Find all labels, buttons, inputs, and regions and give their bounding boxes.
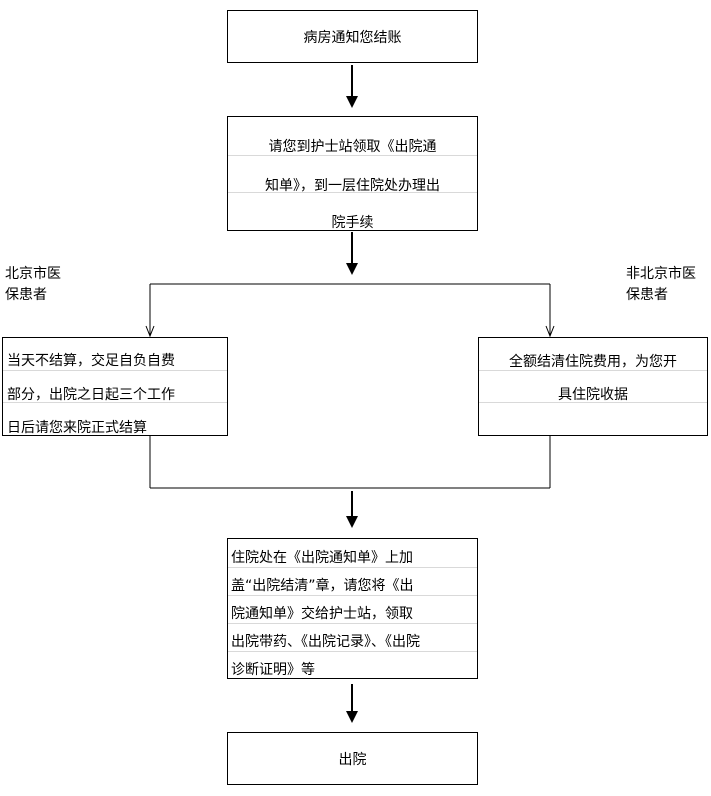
ruled-line bbox=[228, 192, 477, 193]
non-beijing-insured-settlement-line-2: 具住院收据 bbox=[558, 387, 628, 403]
ruled-line bbox=[228, 567, 477, 568]
ruled-line bbox=[479, 402, 707, 403]
ruled-line bbox=[228, 651, 477, 652]
step-discharge-box: 出院 bbox=[227, 732, 478, 785]
step-get-discharge-notice-line-3: 院手续 bbox=[331, 215, 374, 231]
ruled-line bbox=[228, 595, 477, 596]
beijing-insured-settlement-line-1: 当天不结算，交足自负自费 bbox=[7, 353, 175, 369]
step-stamp-and-collect-line-2: 盖“出院结清”章，请您将《出 bbox=[231, 578, 414, 594]
branch-label-beijing-insured-line-2: 保患者 bbox=[5, 287, 47, 303]
step-notify-checkout-text: 病房通知您结账 bbox=[303, 30, 402, 46]
beijing-insured-settlement-line-3: 日后请您来院正式结算 bbox=[7, 420, 147, 436]
branch-label-non-beijing-insured-line-2: 保患者 bbox=[626, 287, 668, 303]
ruled-line bbox=[3, 370, 227, 371]
branch-label-non-beijing-insured-line-1: 非北京市医 bbox=[626, 266, 696, 282]
step-get-discharge-notice-line-2: 知单》，到一层住院处办理出 bbox=[265, 178, 440, 194]
beijing-insured-settlement-box: 当天不结算，交足自负自费 部分，出院之日起三个工作 日后请您来院正式结算 bbox=[2, 337, 228, 436]
step-stamp-and-collect-line-4: 出院带药、《出院记录》、《出院 bbox=[231, 634, 420, 650]
step-get-discharge-notice-box: 请您到护士站领取《出院通 知单》，到一层住院处办理出 院手续 bbox=[227, 116, 478, 231]
step-discharge-text: 出院 bbox=[338, 752, 367, 768]
branch-label-beijing-insured-line-1: 北京市医 bbox=[5, 266, 61, 282]
step-get-discharge-notice-line-1: 请您到护士站领取《出院通 bbox=[268, 139, 437, 155]
step-stamp-and-collect-line-1: 住院处在《出院通知单》上加 bbox=[231, 550, 413, 566]
non-beijing-insured-settlement-box: 全额结清住院费用，为您开 具住院收据 bbox=[478, 337, 708, 436]
ruled-line bbox=[228, 155, 477, 156]
ruled-line bbox=[479, 370, 707, 371]
ruled-line bbox=[228, 623, 477, 624]
beijing-insured-settlement-line-2: 部分，出院之日起三个工作 bbox=[7, 387, 175, 403]
ruled-line bbox=[3, 402, 227, 403]
step-stamp-and-collect-box: 住院处在《出院通知单》上加 盖“出院结清”章，请您将《出 院通知单》交给护士站，… bbox=[227, 538, 478, 679]
non-beijing-insured-settlement-line-1: 全额结清住院费用，为您开 bbox=[509, 354, 677, 370]
step-stamp-and-collect-line-5: 诊断证明》等 bbox=[231, 662, 315, 678]
step-notify-checkout-box: 病房通知您结账 bbox=[227, 10, 478, 63]
step-stamp-and-collect-line-3: 院通知单》交给护士站，领取 bbox=[231, 606, 413, 622]
